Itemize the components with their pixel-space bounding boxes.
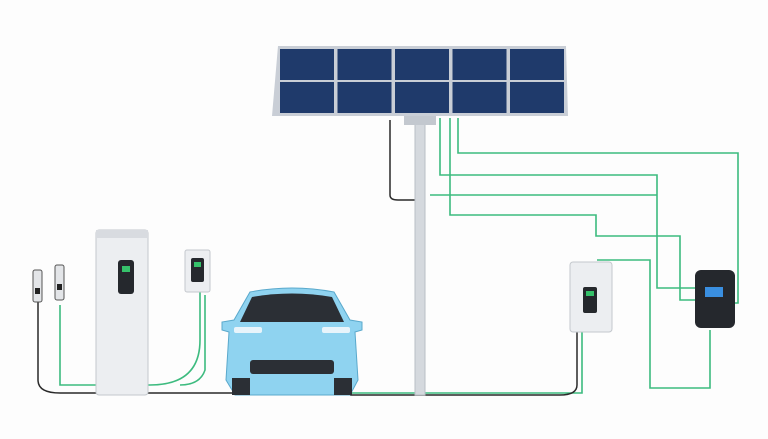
electric-car-icon — [221, 287, 363, 396]
pole-icon — [414, 114, 426, 396]
wall-charger-icon — [569, 261, 613, 333]
solar-cell — [395, 49, 449, 80]
portable-charger-icon — [695, 270, 735, 328]
solar-cell — [337, 82, 392, 113]
charging-plug-icon — [32, 264, 65, 303]
solar-cell — [337, 49, 392, 80]
solar-cell — [452, 49, 507, 80]
solar-cell — [510, 49, 564, 80]
wall-box-icon — [184, 249, 211, 293]
solar-cell — [452, 82, 507, 113]
solar-cell — [395, 82, 449, 113]
solar-cell — [280, 82, 334, 113]
solar-panel-icon — [272, 46, 568, 116]
charging-tower-icon — [95, 229, 149, 396]
green-wires — [59, 118, 739, 394]
solar-cell — [280, 49, 334, 80]
solar-cell — [510, 82, 564, 113]
